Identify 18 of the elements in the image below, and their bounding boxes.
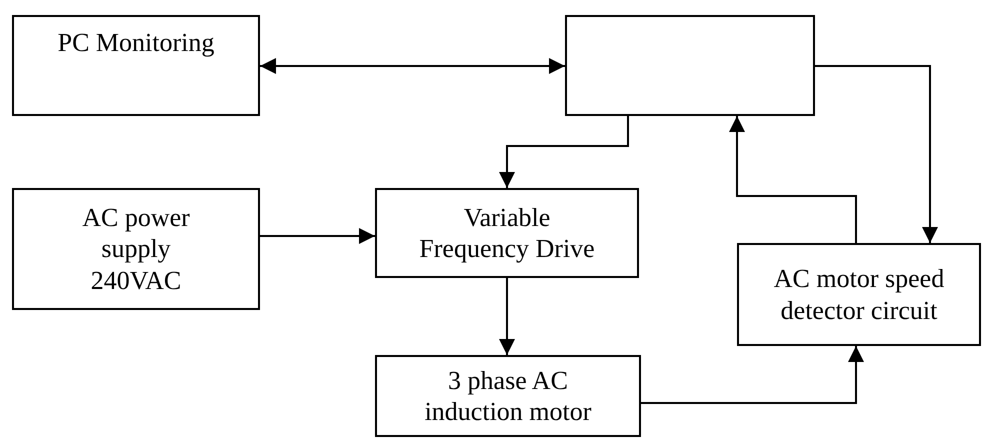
process-box bbox=[375, 355, 641, 437]
arrow bbox=[641, 346, 864, 404]
box-label: AC power supply 240VAC bbox=[81, 202, 191, 296]
arrow bbox=[260, 58, 565, 74]
box-label: 3 phase AC induction motor bbox=[424, 364, 592, 428]
arrow bbox=[729, 116, 857, 243]
arrow bbox=[499, 278, 515, 355]
box-label: PC Monitoring bbox=[56, 27, 216, 58]
process-box bbox=[375, 188, 639, 278]
process-box bbox=[12, 15, 260, 116]
arrow bbox=[260, 228, 375, 244]
box-label: Variable Frequency Drive bbox=[418, 202, 596, 264]
process-box bbox=[737, 243, 981, 346]
arrow bbox=[815, 65, 938, 243]
arrow bbox=[499, 116, 629, 188]
process-box bbox=[12, 188, 260, 310]
box-label: AC motor speed detector circuit bbox=[772, 263, 946, 326]
block-box bbox=[565, 15, 815, 116]
